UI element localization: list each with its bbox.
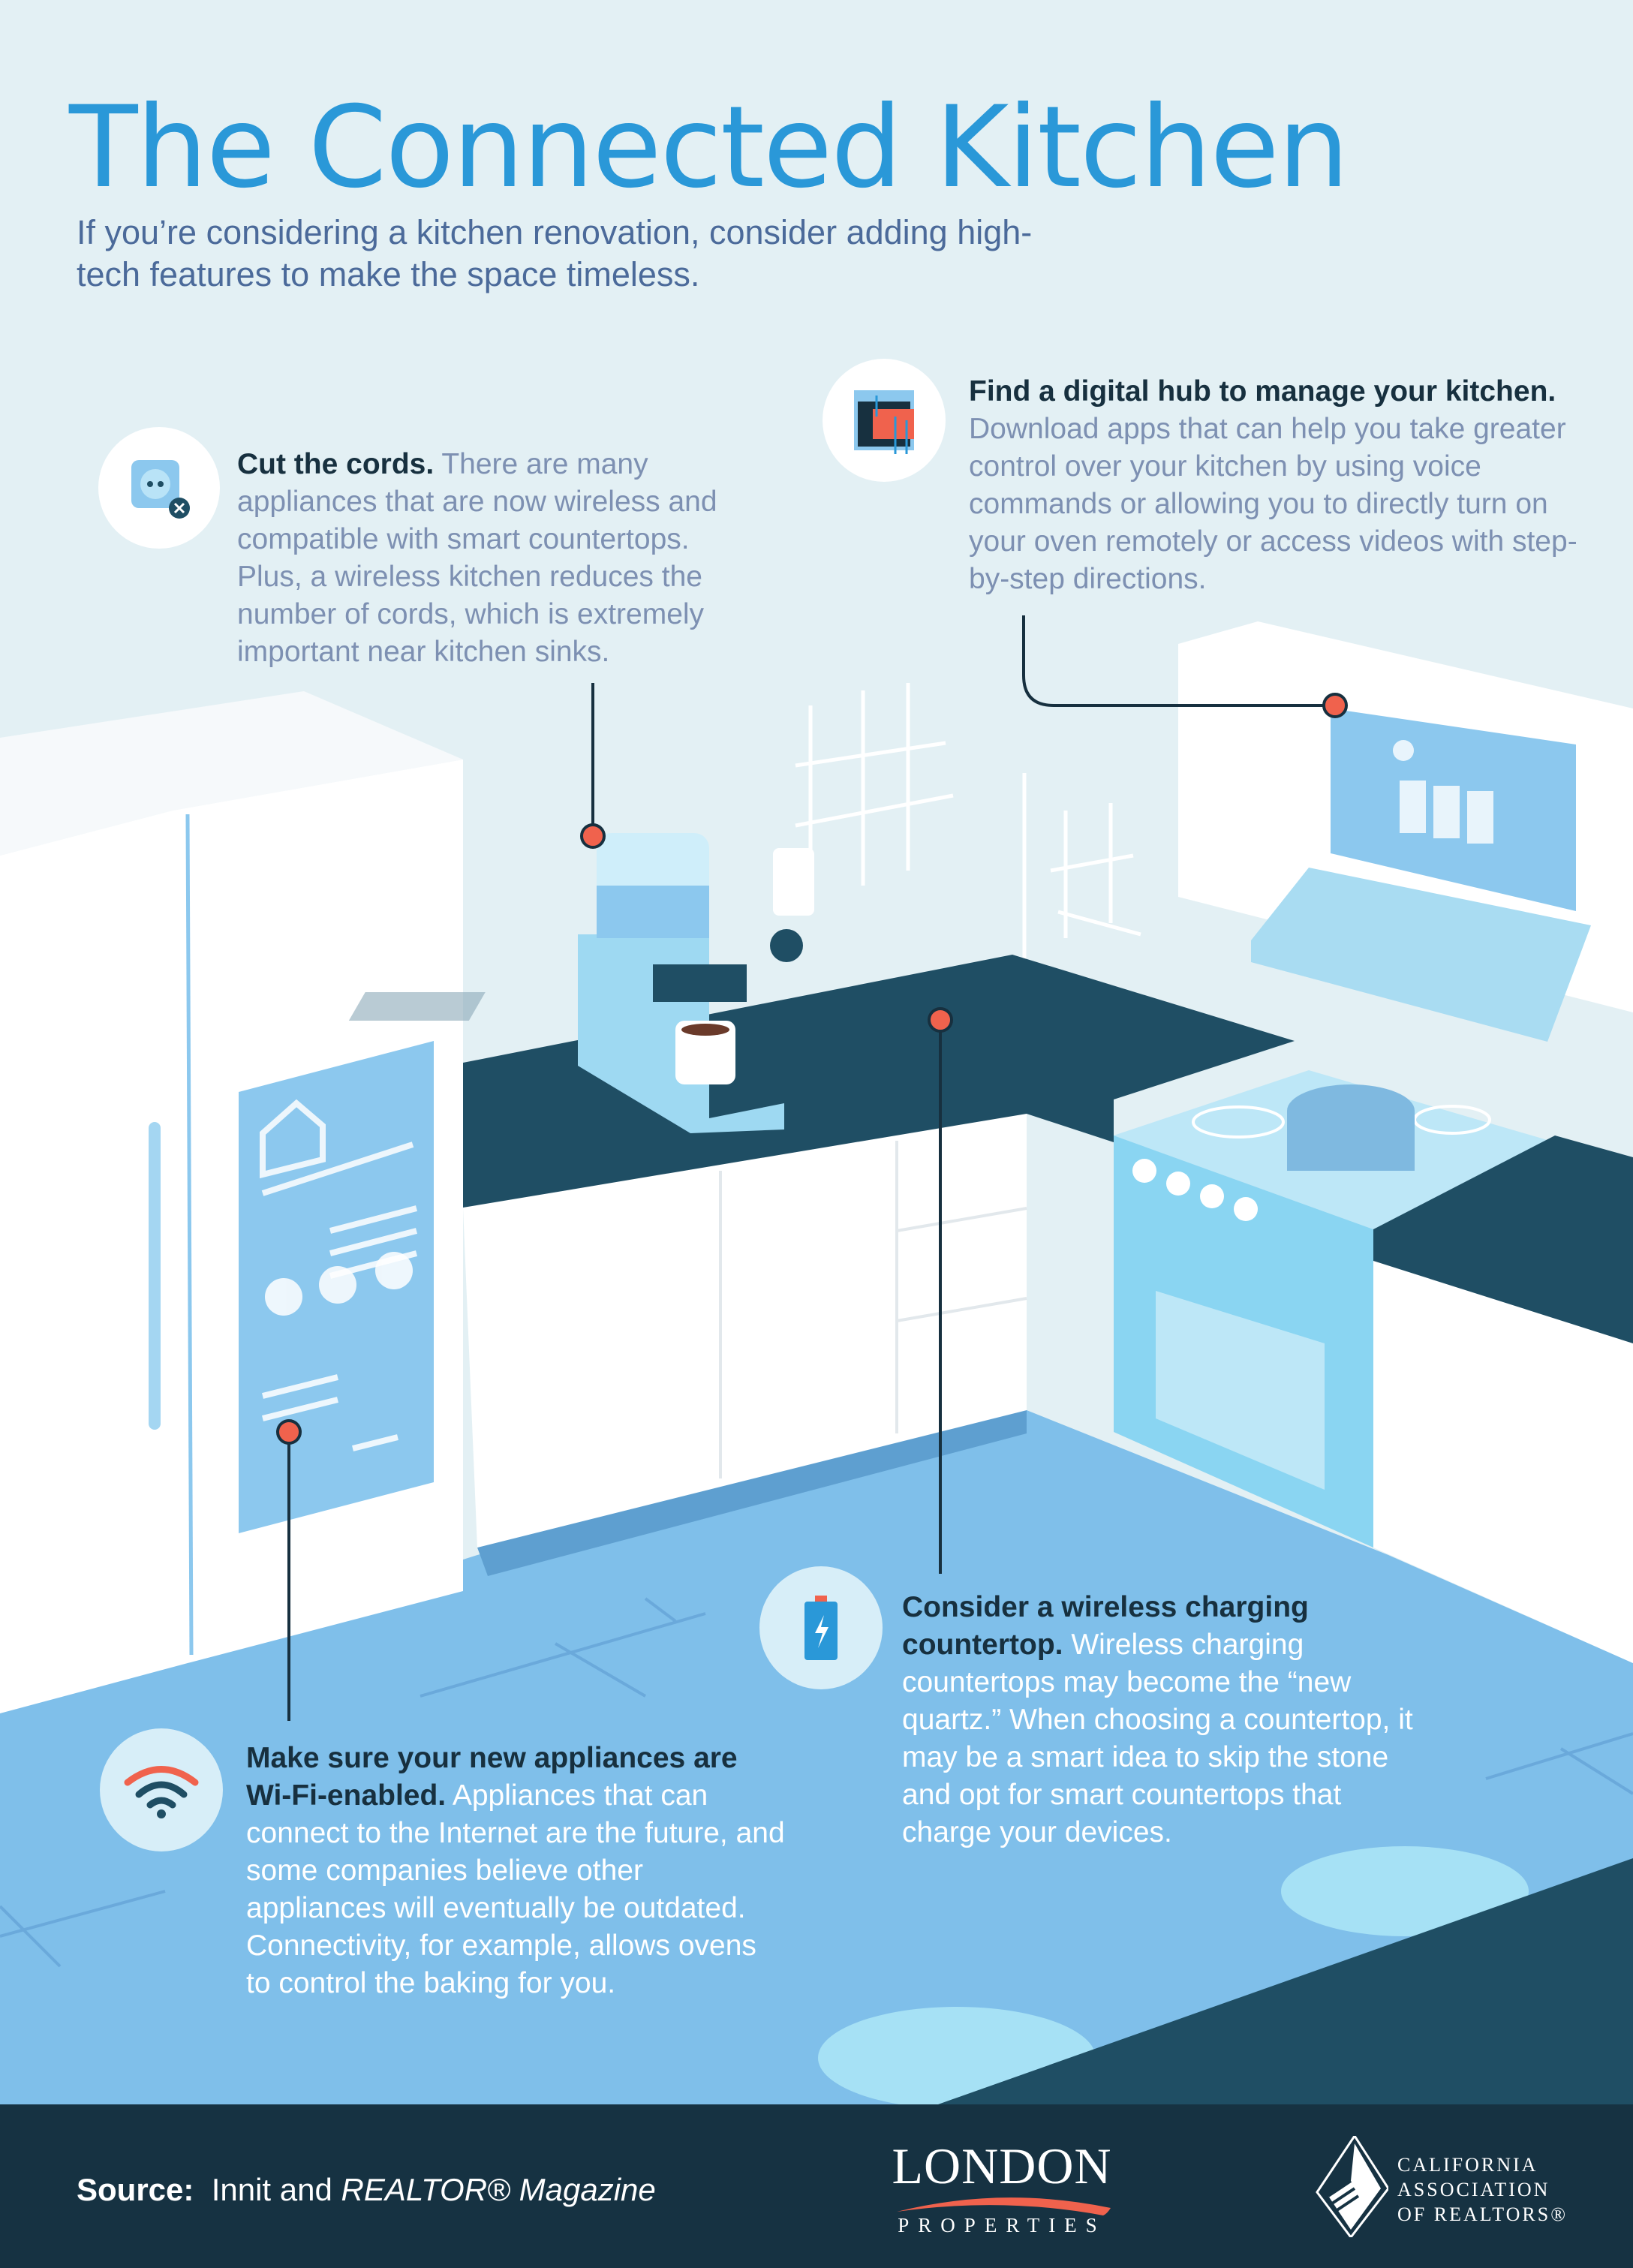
floor-shadow [477,1410,1027,1576]
countertop [463,955,1295,1208]
wifi-icon [100,1728,223,1851]
right-cabinets [1373,1261,1633,1663]
pin-cords [580,823,606,849]
page-title: The Connected Kitchen [69,83,1349,213]
wall-tile-lines [795,683,1141,961]
oven-window [1156,1291,1325,1490]
lower-cabinets [463,1114,1027,1548]
pin-wifi [276,1419,302,1445]
footer: Source: Innit and REALTOR® Magazine LOND… [0,2104,1633,2268]
pin-charging [928,1007,953,1033]
digital-hub-icon [823,359,946,482]
unplugged-icon [770,929,803,962]
stool [1281,1846,1529,1936]
source-credit: Source: Innit and REALTOR® Magazine [77,2172,656,2207]
callout-cords: Cut the cords. There are many appliances… [237,448,717,668]
callout-hub: Find a digital hub to manage your kitche… [969,375,1577,595]
right-countertop [1373,1136,1633,1343]
page-subtitle: If you’re considering a kitchen renovati… [77,213,1033,293]
pins [276,693,1348,1445]
pin-hub [1322,693,1348,718]
fridge-top [0,691,463,856]
callout-wifi: Make sure your new appliances are Wi-Fi-… [246,1742,785,1999]
battery-charging-icon [759,1566,883,1689]
fridge-handle [149,1122,161,1430]
callout-charging: Consider a wireless charging countertop.… [902,1591,1413,1848]
floor-lines [0,1597,1633,1968]
range-hood [1251,868,1591,1042]
logo-swoosh-icon [897,2197,1111,2215]
coffee-cup [675,1021,735,1084]
outlet-icon [98,427,220,549]
charging-pad [348,992,486,1021]
car-emblem-icon [1316,2134,1390,2239]
table [938,1858,1633,2104]
london-properties-logo: LONDON PROPERTIES [889,2140,1114,2237]
